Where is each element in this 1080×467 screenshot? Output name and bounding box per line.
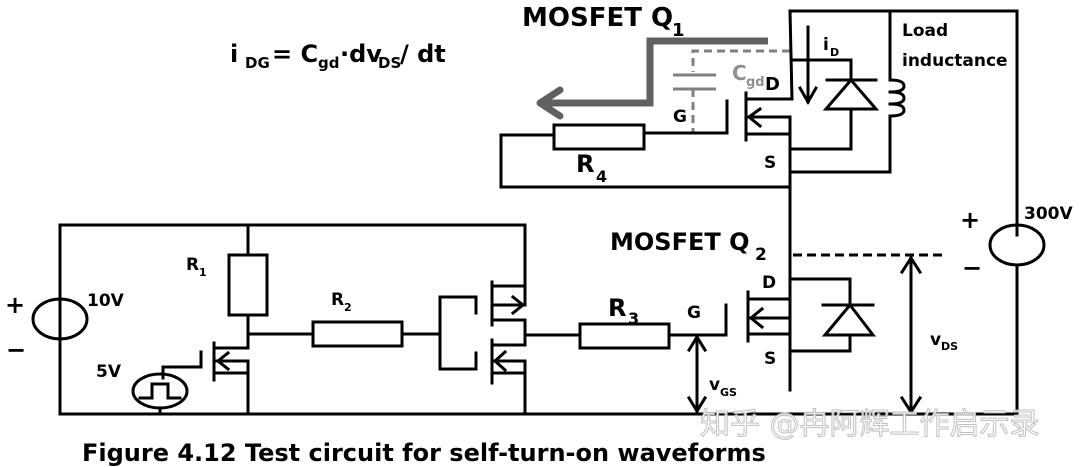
gate-drive-circuit (58, 223, 1019, 416)
vds-arrow (899, 255, 923, 415)
mosfet-q2-symbol (724, 290, 792, 343)
q1-label: MOSFET Q (522, 3, 673, 33)
supply-10v-minus: − (6, 336, 26, 364)
q2-source-label: S (764, 349, 776, 369)
r4-label: R (576, 150, 594, 178)
r3 (525, 322, 728, 350)
q2-diode (788, 277, 877, 353)
mosfet-q1-symbol (725, 91, 792, 142)
vgs-label: v (709, 375, 720, 395)
supply-10v-plus: + (5, 291, 25, 319)
pulse-source (131, 372, 189, 416)
r2-label: R (331, 290, 344, 310)
pulse-source-label: 5V (96, 362, 122, 382)
vds-label-sub: DS (941, 340, 958, 353)
id-label-sub: D (830, 46, 839, 59)
supply-300v-plus: + (960, 206, 980, 234)
r3-label: R (608, 294, 626, 322)
eq-i: i (230, 40, 238, 68)
eq-i-sub: DG (245, 54, 270, 72)
supply-300v (988, 223, 1046, 416)
q2-gate-label: G (687, 303, 701, 323)
cgd-label: C (732, 61, 747, 85)
r4-gate-loop (499, 123, 790, 189)
load-label-line2: inductance (902, 51, 1008, 71)
load-label-line1: Load (902, 21, 948, 41)
q2-drain-label: D (762, 273, 776, 293)
id-arrow (797, 25, 819, 106)
q1-label-sub: 1 (672, 20, 685, 41)
cgd-label-sub: gd (746, 75, 765, 90)
q1-gate-label: G (673, 107, 687, 127)
q2-label: MOSFET Q (610, 228, 750, 256)
eq-dv: ·dv (340, 40, 382, 68)
r1-label: R (186, 255, 199, 275)
supply-10v (31, 297, 89, 341)
r1-label-sub: 1 (199, 266, 207, 279)
r2-label-sub: 2 (344, 301, 352, 314)
vgs-arrow (686, 334, 708, 414)
eq-c-sub: gd (318, 54, 339, 72)
watermark: 知乎 @冉阿辉工作启示录 (700, 407, 1040, 442)
equation: i DG = C gd ·dv DS / dt (230, 40, 446, 72)
supply-300v-minus: − (962, 254, 982, 282)
displacement-current-arrow (536, 37, 768, 120)
q1-source-label: S (764, 153, 776, 173)
vds-label: v (930, 330, 941, 350)
high-side-network (788, 9, 1019, 392)
eq-equals-c: = C (272, 40, 318, 68)
vgs-label-sub: GS (720, 386, 737, 399)
q2-label-sub: 2 (755, 245, 767, 265)
figure-caption: Figure 4.12 Test circuit for self-turn-o… (82, 439, 766, 467)
eq-dt: / dt (400, 40, 446, 68)
r3-label-sub: 3 (628, 309, 639, 328)
supply-300v-label: 300V (1024, 204, 1073, 224)
supply-10v-label: 10V (87, 291, 125, 311)
id-label: i (823, 35, 829, 55)
q1-drain-label: D (765, 74, 780, 95)
r4-label-sub: 4 (596, 167, 607, 186)
cgd-capacitor (673, 49, 790, 132)
eq-v-sub: DS (378, 54, 401, 72)
